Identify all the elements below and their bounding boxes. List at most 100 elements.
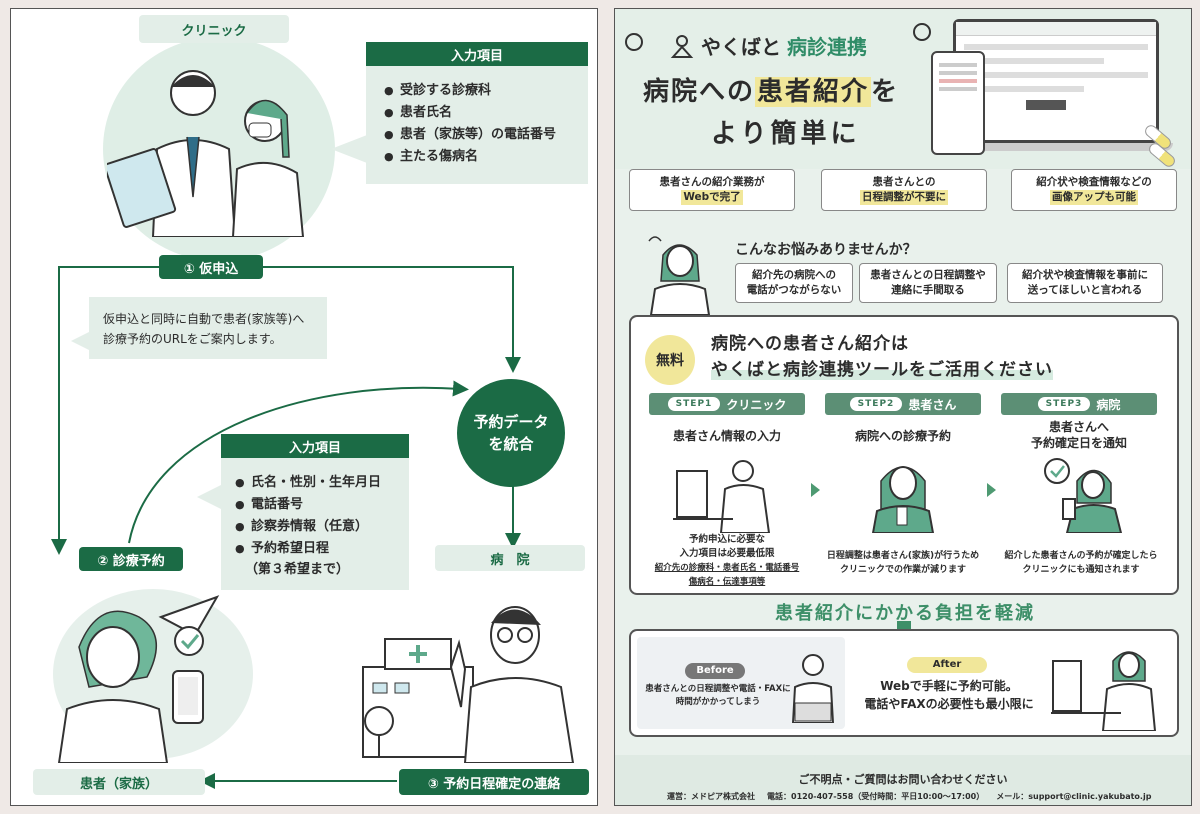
worry-line: 紹介状や検査情報を事前に (1022, 269, 1148, 281)
deco-circle-icon (913, 23, 931, 41)
hospital-label: 病 院 (435, 545, 585, 571)
worry-line: 電話がつながらない (746, 284, 842, 296)
step-title: 患者さん情報の入力 (672, 429, 781, 443)
before-line: 患者さんとの日程調整や電話・FAXに (645, 684, 791, 694)
worry-line: 送ってほしいと言われる (1027, 284, 1143, 296)
cta-line1: 病院への患者さん紹介は (711, 334, 909, 354)
worry-line: 連絡に手間取る (891, 284, 965, 296)
headline-line1: 病院への患者紹介を (643, 71, 899, 108)
feature-line: 患者さんの紹介業務が (659, 176, 765, 188)
step-bar-1: STEP1 クリニック (649, 393, 805, 415)
worried-person-illustration (648, 236, 711, 315)
before-label: Before (685, 663, 745, 679)
brand-name: やくばと (701, 35, 781, 59)
step-arrow-icon (987, 483, 996, 497)
step-bar-3: STEP3 病院 (1001, 393, 1157, 415)
step-name: 病院 (1096, 397, 1121, 412)
after-doctor-illustration (1051, 651, 1157, 731)
feature-line: 紹介状や検査情報などの (1036, 176, 1152, 188)
step-bar-2: STEP2 患者さん (825, 393, 981, 415)
input2-item: 予約希望日程 (235, 538, 409, 560)
laptop-base (941, 143, 1173, 151)
step-desc-line: 予約申込に必要な (688, 534, 765, 545)
step-arrow-icon (811, 483, 820, 497)
input1-item: 患者氏名 (384, 102, 588, 124)
step-title-line: 予約確定日を通知 (1030, 436, 1127, 450)
laptop-mockup (953, 19, 1159, 143)
feature-highlight: 日程調整が不要に (860, 190, 948, 205)
footer-operator: 運営：メドピア株式会社 (667, 792, 755, 801)
step-name: 患者さん (908, 397, 957, 412)
note1-line: 仮申込と同時に自動で患者(家族等)へ (103, 312, 305, 326)
patient-illustration (57, 595, 220, 763)
step-title-line: 患者さんへ (1048, 420, 1109, 434)
input1-item: 主たる傷病名 (384, 146, 588, 168)
phone-mockup (931, 51, 985, 155)
headline-part: を (871, 77, 900, 107)
input2-pointer (197, 485, 221, 509)
footer-mail: メール：support@clinic.yakubato.jp (996, 792, 1152, 801)
worry-card: 紹介先の病院への 電話がつながらない (735, 263, 853, 303)
flow-arrows (51, 266, 521, 789)
hospital-doctor-illustration (362, 606, 575, 763)
input2-item: 電話番号 (235, 494, 409, 516)
step-desc-line: 紹介した患者さんの予約が確定したら (1004, 551, 1158, 561)
integrate-line: を統合 (488, 435, 534, 453)
step-title: 病院への診療予約 (854, 429, 951, 443)
step2-desc: 日程調整は患者さん(家族)が行うため クリニックでの作業が減ります (815, 549, 991, 577)
feature-highlight: Webで完了 (681, 190, 743, 205)
feature-line: 患者さんとの (872, 176, 936, 188)
after-label: After (907, 657, 987, 673)
step-tag: STEP3 (1037, 397, 1091, 411)
after-line: 電話やFAXの必要性も最小限に (864, 697, 1034, 711)
headline-part: 病院への (643, 77, 756, 107)
input1-item: 受診する診療科 (384, 80, 588, 102)
note1-box: 仮申込と同時に自動で患者(家族等)へ 診療予約のURLをご案内します。 (89, 297, 327, 359)
input1-box: 受診する診療科 患者氏名 患者（家族等）の電話番号 主たる傷病名 (366, 66, 588, 184)
step2-patient-illustration (871, 466, 935, 533)
input2-item: 診察券情報（任意） (235, 516, 409, 538)
after-line: Webで手軽に予約可能。 (880, 679, 1018, 693)
brand-logo: やくばと 病診連携 (669, 31, 867, 60)
step1-label: ① 仮申込 (159, 255, 263, 279)
input1-pointer (331, 135, 367, 163)
note1-line: 診療予約のURLをご案内します。 (103, 332, 282, 346)
after-text: Webで手軽に予約可能。 電話やFAXの必要性も最小限に (849, 677, 1049, 713)
step2-label: ② 診療予約 (79, 547, 183, 571)
step3-patient-illustration (1044, 458, 1123, 533)
before-line: 時間がかかってしまう (675, 697, 761, 707)
worry-line: 患者さんとの日程調整や (870, 269, 986, 281)
feature-highlight: 画像アップも可能 (1050, 190, 1138, 205)
headline-line2: より簡単に (711, 119, 861, 149)
feature-card: 紹介状や検査情報などの 画像アップも可能 (1011, 169, 1177, 211)
headline-highlight: 患者紹介 (755, 77, 872, 107)
before-text: 患者さんとの日程調整や電話・FAXに 時間がかかってしまう (643, 683, 793, 709)
deco-circle-icon (625, 33, 643, 51)
worry-title: こんなお悩みありませんか？ (735, 242, 917, 258)
footer-question: ご不明点・ご質問はお問い合わせください (798, 773, 1008, 786)
patient-label: 患者（家族） (33, 769, 205, 795)
step-desc-line: クリニックでの作業が減ります (839, 565, 966, 575)
footer (615, 755, 1191, 805)
right-panel: やくばと 病診連携 病院への患者紹介を より簡単に 患者さんの紹介業務が Web… (614, 8, 1192, 806)
input1-list: 受診する診療科 患者氏名 患者（家族等）の電話番号 主たる傷病名 (384, 80, 588, 168)
input2-box: 氏名・性別・生年月日 電話番号 診察券情報（任意） 予約希望日程 （第３希望まで… (221, 458, 409, 590)
input2-title: 入力項目 (221, 434, 409, 458)
step-name: クリニック (726, 397, 787, 412)
cta-line2: やくばと病診連携ツールをご活用ください (711, 355, 1053, 380)
step-desc-line: クリニックにも通知されます (1022, 565, 1140, 575)
step-tag: STEP2 (849, 397, 903, 411)
input1-item: 患者（家族等）の電話番号 (384, 124, 588, 146)
free-badge: 無料 (645, 335, 695, 385)
step3-label: ③ 予約日程確定の連絡 (399, 769, 589, 795)
feature-card: 患者さんとの 日程調整が不要に (821, 169, 987, 211)
integrate-circle: 予約データ を統合 (457, 379, 565, 487)
reduce-banner: 患者紹介にかかる負担を軽減 (775, 603, 1035, 624)
step1-desc: 予約申込に必要な 入力項目は必要最低限 紹介先の診療科・患者氏名・電話番号 傷病… (643, 533, 811, 589)
brand-accent: 病診連携 (787, 35, 867, 59)
before-doctor-illustration (791, 654, 835, 723)
left-panel: クリニック 入力項目 受診する診療科 患者氏名 患者（家族等）の電話番号 主たる… (10, 8, 598, 806)
worry-card: 患者さんとの日程調整や 連絡に手間取る (859, 263, 997, 303)
input2-item: 氏名・性別・生年月日 (235, 472, 409, 494)
input1-title: 入力項目 (366, 42, 588, 66)
